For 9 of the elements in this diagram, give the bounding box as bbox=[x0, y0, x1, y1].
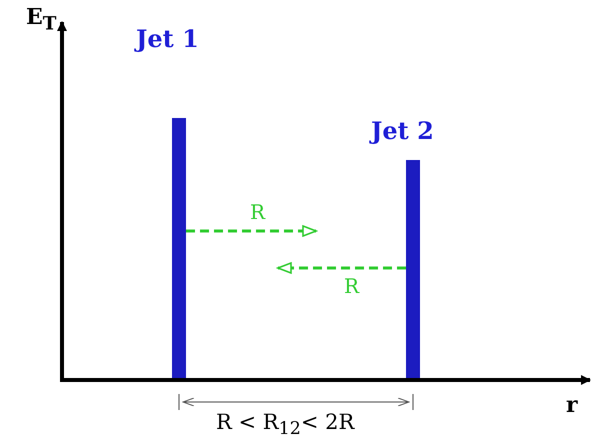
jet-label: Jet 1 bbox=[136, 24, 199, 53]
edge-label: R bbox=[344, 274, 360, 298]
edge-label: R bbox=[250, 200, 266, 224]
axis-label: E$_{T}$ bbox=[26, 4, 56, 34]
axis-label: r bbox=[566, 392, 578, 418]
dashed-arrow bbox=[277, 262, 406, 274]
jet-label: Jet 2 bbox=[371, 116, 434, 145]
dimension-label: R < R$_{12}$< 2R bbox=[216, 410, 354, 440]
dashed-arrow bbox=[186, 225, 317, 237]
